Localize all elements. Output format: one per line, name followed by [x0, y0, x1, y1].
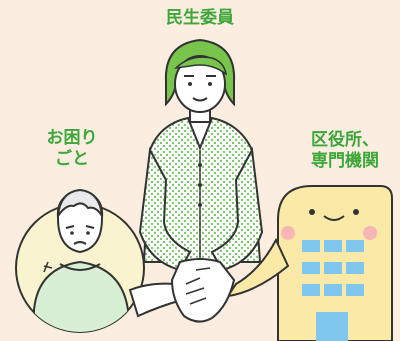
kuyakusho-label: 区役所、 専門機関	[311, 130, 379, 171]
handshake	[128, 237, 290, 323]
minsei-iin-label: 民生委員	[166, 8, 234, 28]
okomarigoto-label: お困り ごと	[46, 128, 98, 169]
minsei-iin-person	[138, 38, 264, 272]
building-character	[277, 185, 393, 341]
elderly-person-circle	[15, 188, 145, 333]
